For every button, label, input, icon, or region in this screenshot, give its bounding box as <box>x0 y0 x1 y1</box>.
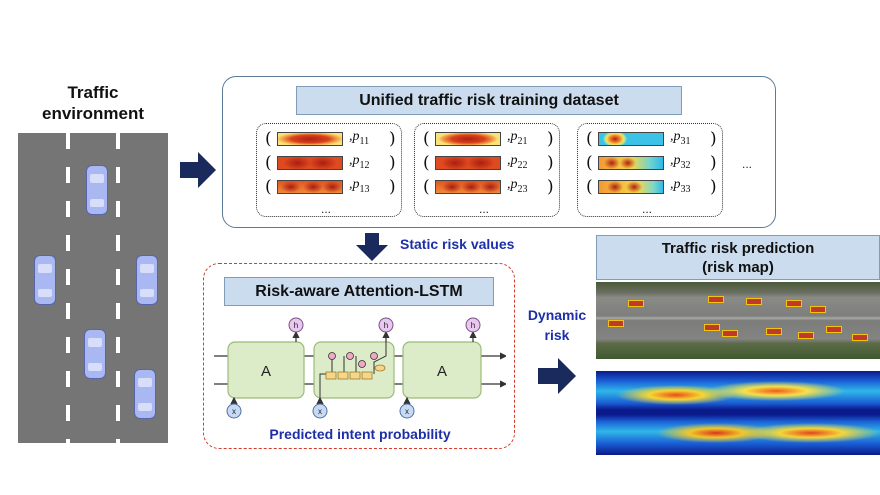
traffic-environment-title: Traffic environment <box>41 83 145 123</box>
lane-divider <box>116 133 120 443</box>
dataset-item: ( ,p31 ) <box>586 129 717 149</box>
dataset-group-2: ( ,p21 ) ( ,p22 ) ( ,p23 ) ... <box>414 123 560 217</box>
risk-heatmap-thumbnail <box>598 132 664 146</box>
lstm-container <box>203 263 515 449</box>
risk-heatmap-thumbnail <box>277 180 343 194</box>
risk-heatmap-thumbnail <box>598 156 664 170</box>
dataset-title: Unified traffic risk training dataset <box>296 86 682 115</box>
car <box>34 255 56 305</box>
dataset-group-3: ( ,p31 ) ( ,p32 ) ( ,p33 ) ... <box>577 123 723 217</box>
car <box>86 165 108 215</box>
dataset-container <box>222 76 776 228</box>
dataset-item: ( ,p33 ) <box>586 177 717 197</box>
risk-heatmap-thumbnail <box>598 180 664 194</box>
input-label: x <box>405 407 409 416</box>
detected-vehicle <box>766 328 782 335</box>
hidden-output-label: h <box>384 321 388 330</box>
detected-vehicle <box>608 320 624 327</box>
dataset-group-1: ( ,p11 ) ( ,p12 ) ( ,p13 ) ... <box>256 123 402 217</box>
hidden-output-label: h <box>294 321 298 330</box>
static-risk-label: Static risk values <box>400 236 515 252</box>
arrow-right-icon <box>180 152 216 188</box>
risk-heatmap-thumbnail <box>435 132 501 146</box>
detected-vehicle <box>708 296 724 303</box>
detected-vehicle <box>810 306 826 313</box>
car <box>134 369 156 419</box>
prediction-title: Traffic risk prediction (risk map) <box>596 235 880 280</box>
detected-vehicle <box>628 300 644 307</box>
detected-vehicle <box>826 326 842 333</box>
detected-vehicle <box>786 300 802 307</box>
lstm-title: Risk-aware Attention-LSTM <box>224 277 494 306</box>
lstm-cell-diagram: A A h h h x x x <box>214 317 506 419</box>
car <box>84 329 106 379</box>
detected-vehicle <box>746 298 762 305</box>
lane-divider <box>66 133 70 443</box>
dataset-item: ( ,p11 ) <box>265 129 396 149</box>
intent-probability-label: Predicted intent probability <box>269 426 451 442</box>
road-illustration <box>18 133 168 443</box>
lstm-cell-label-left: A <box>261 363 271 380</box>
dataset-item: ( ,p13 ) <box>265 177 396 197</box>
dataset-item: ( ,p22 ) <box>423 153 554 173</box>
risk-heatmap-thumbnail <box>277 132 343 146</box>
more-groups-ellipsis: ... <box>742 157 753 171</box>
risk-heatmap-thumbnail <box>277 156 343 170</box>
dataset-item: ( ,p12 ) <box>265 153 396 173</box>
input-label: x <box>232 407 236 416</box>
arrow-right-icon <box>538 358 576 394</box>
dataset-item: ( ,p21 ) <box>423 129 554 149</box>
detected-vehicle <box>852 334 868 341</box>
input-label: x <box>318 407 322 416</box>
car <box>136 255 158 305</box>
risk-heatmap <box>596 371 880 455</box>
highway-aerial-image <box>596 282 880 359</box>
dynamic-risk-label: Dynamic risk <box>527 307 587 343</box>
lstm-cell-label-right: A <box>437 363 447 380</box>
risk-heatmap-thumbnail <box>435 156 501 170</box>
arrow-down-icon <box>356 233 388 261</box>
detected-vehicle <box>704 324 720 331</box>
hidden-output-label: h <box>471 321 475 330</box>
risk-heatmap-thumbnail <box>435 180 501 194</box>
dataset-item: ( ,p32 ) <box>586 153 717 173</box>
detected-vehicle <box>722 330 738 337</box>
dataset-item: ( ,p23 ) <box>423 177 554 197</box>
detected-vehicle <box>798 332 814 339</box>
